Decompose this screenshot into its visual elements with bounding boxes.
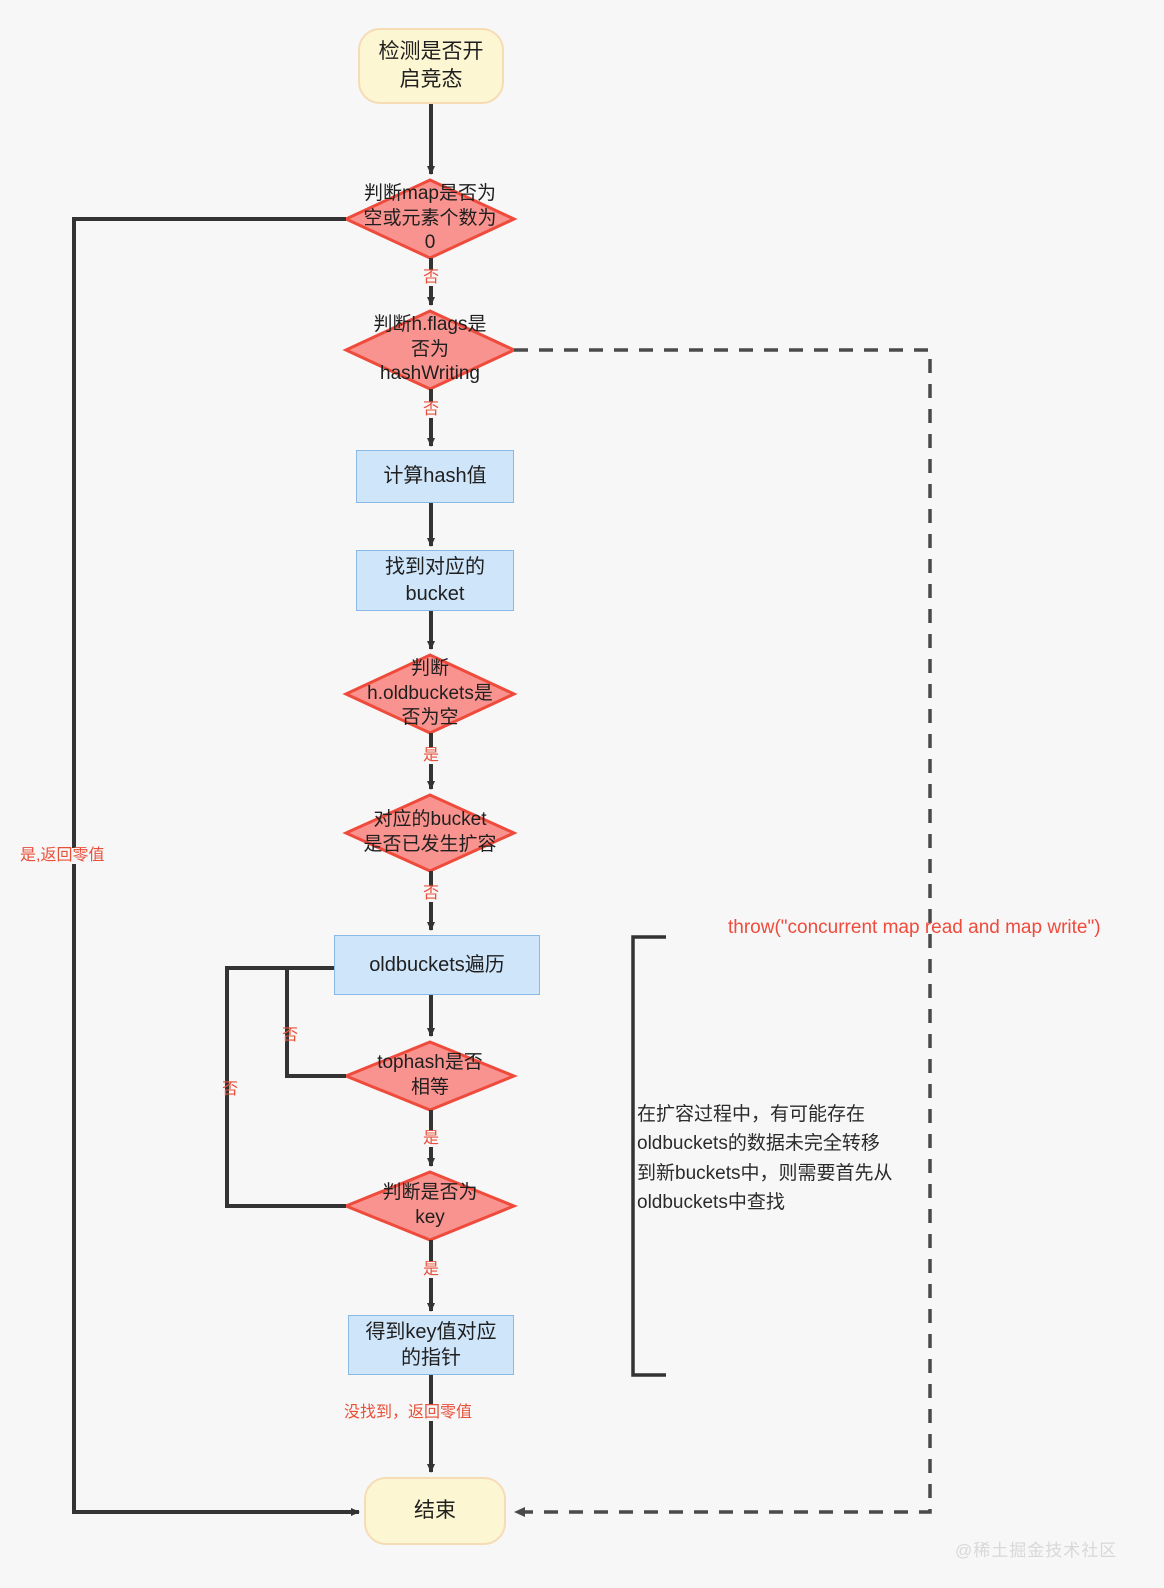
node-traverse-oldbuckets-label: oldbuckets遍历 (369, 953, 505, 976)
node-check-grow[interactable]: 对应的bucket 是否已发生扩容 (346, 795, 514, 871)
node-calc-hash[interactable]: 计算hash值 (356, 450, 514, 503)
node-get-pointer-label: 得到key值对应 的指针 (365, 1320, 497, 1369)
edge-label-yes-oldbuckets: 是 (423, 747, 440, 764)
edge-label-yes-key: 是 (423, 1261, 440, 1278)
node-check-tophash-label: tophash是否 相等 (377, 1052, 483, 1098)
annotation-throw: throw("concurrent map read and map write… (728, 917, 1101, 938)
node-check-tophash[interactable]: tophash是否 相等 (346, 1042, 514, 1110)
edge-label-no-grow: 否 (423, 885, 440, 902)
node-check-flags-label: 判断h.flags是 否为 hashWriting (373, 313, 487, 385)
node-check-map-empty[interactable]: 判断map是否为 空或元素个数为 0 (346, 180, 514, 258)
node-start-label: 检测是否开 启竞态 (378, 40, 484, 91)
node-check-grow-label: 对应的bucket 是否已发生扩容 (363, 809, 497, 855)
node-check-flags[interactable]: 判断h.flags是 否为 hashWriting (346, 311, 514, 389)
node-end-label: 结束 (414, 1499, 456, 1523)
node-get-pointer[interactable]: 得到key值对应 的指针 (348, 1315, 514, 1375)
node-check-oldbuckets-label: 判断 h.oldbuckets是 否为空 (367, 657, 493, 729)
edge-label-not-found: 没找到，返回零值 (344, 1404, 473, 1421)
edge-key-no-loop (225, 964, 411, 1208)
edge-check-flags-yes-dashed-to-end (514, 348, 932, 1517)
node-end[interactable]: 结束 (364, 1477, 506, 1545)
node-find-bucket[interactable]: 找到对应的 bucket (356, 550, 514, 611)
node-calc-hash-label: 计算hash值 (383, 465, 487, 488)
edge-label-no-2: 否 (423, 401, 440, 418)
edge-label-return-zero-left: 是,返回零值 (20, 847, 105, 864)
annotation-oldbuckets-note: 在扩容过程中，有可能存在 oldbuckets的数据未完全转移 到新bucket… (637, 1104, 893, 1214)
annotation-bracket (631, 935, 666, 1377)
edge-label-yes-tophash: 是 (423, 1130, 440, 1147)
node-start[interactable]: 检测是否开 启竞态 (358, 28, 504, 104)
edge-label-no-tophash: 否 (279, 1026, 296, 1042)
node-check-key[interactable]: 判断是否为 key (346, 1172, 514, 1240)
edge-check-map-empty-yes-to-end (72, 217, 360, 1516)
node-find-bucket-label: 找到对应的 bucket (385, 556, 485, 605)
node-check-key-label: 判断是否为 key (382, 1182, 478, 1228)
edge-label-no-key: 否 (219, 1080, 236, 1096)
node-check-oldbuckets[interactable]: 判断 h.oldbuckets是 否为空 (346, 655, 514, 733)
node-traverse-oldbuckets[interactable]: oldbuckets遍历 (334, 935, 540, 995)
node-check-map-empty-label: 判断map是否为 空或元素个数为 0 (363, 182, 497, 254)
watermark: @稀土掘金技术社区 (955, 1541, 1118, 1560)
edge-label-no-1: 否 (423, 269, 440, 286)
